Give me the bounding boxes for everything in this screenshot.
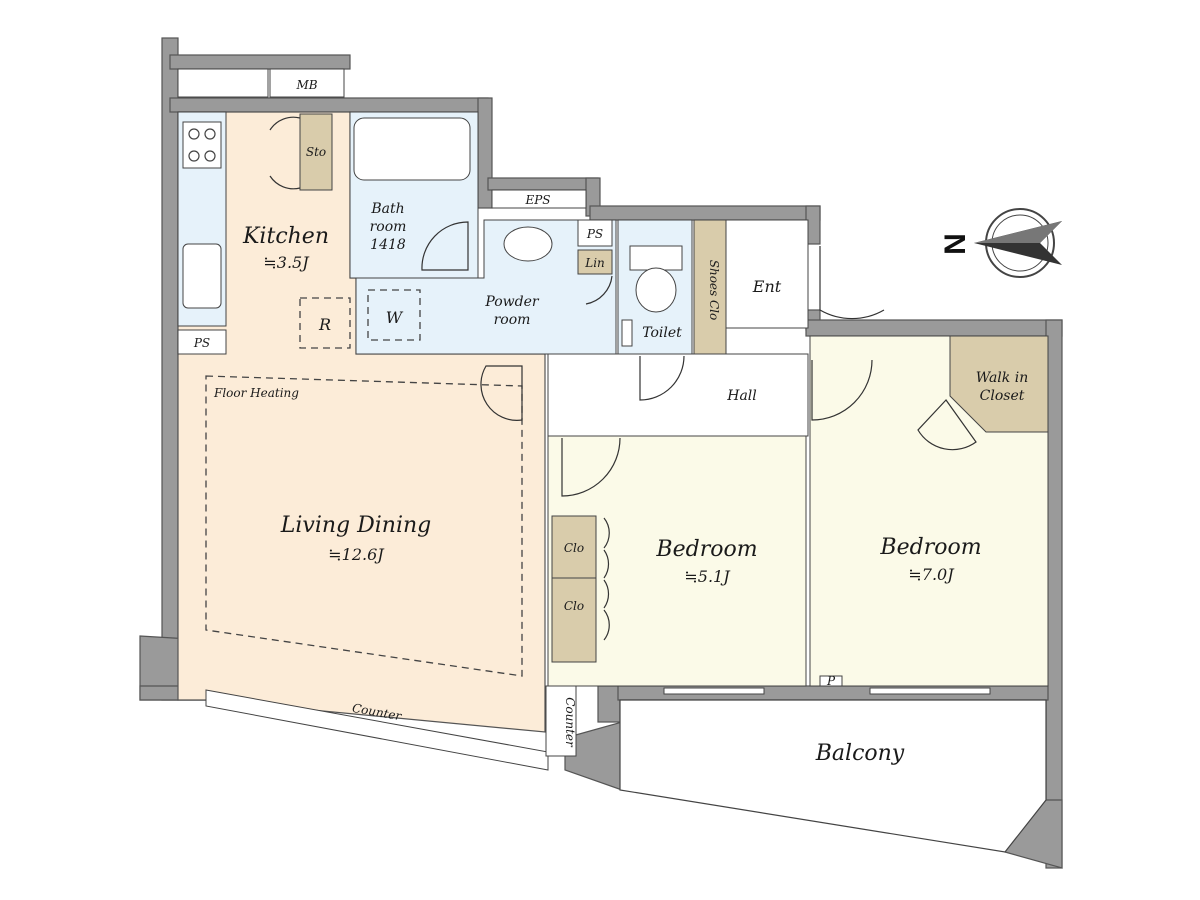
bedroom2-area: ≒7.0J — [908, 565, 955, 584]
living-dining-area: ≒12.6J — [328, 545, 385, 564]
bath-label-2: room — [370, 219, 407, 235]
toilet-tank-icon — [629, 245, 683, 271]
powder-room — [355, 219, 617, 355]
living-door[interactable] — [480, 365, 523, 421]
washbasin-icon — [503, 226, 553, 262]
sto-door-2[interactable] — [269, 175, 301, 190]
balcony — [619, 699, 1047, 853]
sto-door[interactable] — [269, 116, 301, 131]
mb-box — [269, 68, 345, 98]
floor-heating-area — [205, 375, 523, 677]
shoes-closet — [693, 219, 727, 355]
clo-1-label: Clo — [564, 541, 584, 555]
clo-2-label: Clo — [564, 599, 584, 613]
toilet-label: Toilet — [642, 325, 682, 341]
walk-in-label-1: Walk in — [976, 370, 1028, 386]
floor-heating-label: Floor Heating — [213, 386, 299, 400]
bedroom1-closets — [551, 515, 597, 663]
side-counter — [545, 685, 577, 757]
lin-closet — [577, 249, 613, 275]
stove-icon — [182, 121, 222, 169]
walk-in-door[interactable] — [917, 399, 977, 451]
eps-box — [491, 189, 587, 209]
compass-north-letter: N — [939, 233, 972, 255]
walk-in-label-2: Closet — [980, 388, 1025, 404]
bathtub-icon — [353, 117, 471, 181]
eps-label: EPS — [524, 193, 550, 207]
sto-label: Sto — [306, 145, 326, 159]
p-box — [819, 675, 843, 687]
r-label: R — [318, 315, 331, 334]
mb-label: MB — [295, 78, 317, 92]
kitchen-label: Kitchen — [242, 224, 329, 249]
hall-label: Hall — [726, 388, 757, 404]
mb-left-box — [177, 68, 269, 98]
toilet-bowl-icon — [635, 267, 677, 313]
bedroom1-label: Bedroom — [655, 537, 757, 562]
powder-label-2: room — [494, 312, 531, 328]
walk-in-closet — [949, 335, 1049, 433]
p-label: P — [826, 674, 836, 688]
bath-door[interactable] — [421, 221, 469, 271]
sink-icon — [182, 243, 222, 309]
ps-kitchen-box — [177, 329, 227, 355]
washer-space — [367, 289, 421, 341]
hall — [547, 353, 809, 437]
lin-door[interactable] — [585, 275, 613, 305]
compass-icon — [974, 208, 1062, 278]
kitchen-area: ≒3.5J — [263, 253, 310, 272]
bath-label-1: Bath — [370, 201, 404, 217]
counter-side-label: Counter — [563, 697, 577, 748]
balcony-label: Balcony — [815, 741, 905, 766]
bedroom1-area: ≒5.1J — [684, 567, 731, 586]
bedroom2-window — [869, 687, 991, 695]
window-counter — [205, 689, 549, 771]
bedroom1-door[interactable] — [561, 437, 621, 497]
ent-label: Ent — [752, 277, 782, 296]
ps-kitchen-label: PS — [193, 336, 210, 350]
ps-top-box — [577, 219, 613, 247]
shoes-clo-label: Shoes Clo — [707, 260, 721, 321]
entrance — [725, 219, 809, 329]
w-label: W — [386, 308, 404, 327]
refrigerator-space — [299, 297, 351, 349]
living-dining-label: Living Dining — [280, 513, 432, 538]
toilet-door[interactable] — [639, 355, 685, 401]
bedroom2-door[interactable] — [811, 359, 873, 421]
sto-closet — [299, 113, 333, 191]
powder-label-1: Powder — [484, 294, 540, 310]
ps-top-label: PS — [586, 227, 603, 241]
lin-label: Lin — [584, 256, 605, 270]
bedroom1-window — [663, 687, 765, 695]
closet-doors[interactable] — [603, 517, 610, 641]
entrance-door[interactable] — [819, 246, 885, 320]
bedroom2-label: Bedroom — [879, 535, 981, 560]
bath-label-3: 1418 — [370, 237, 406, 253]
